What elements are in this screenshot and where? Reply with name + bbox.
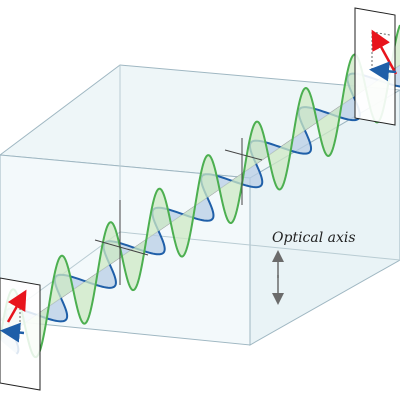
output-polarization-frame bbox=[354, 7, 398, 126]
output-resultant-arrow bbox=[371, 29, 398, 75]
extraordinary-wave-fill bbox=[0, 65, 400, 354]
ordinary-wave bbox=[0, 24, 400, 359]
ordinary-wave-fill bbox=[0, 25, 400, 358]
optical-axis-label: Optical axis bbox=[272, 230, 356, 246]
input-resultant-arrow bbox=[6, 289, 27, 323]
output-blue-arrow bbox=[369, 61, 397, 82]
ordinary-wave-curve bbox=[0, 24, 400, 359]
cross-section-marker-2 bbox=[224, 138, 263, 205]
cross-section-marker-1 bbox=[94, 200, 149, 285]
input-polarization-frame bbox=[0, 277, 41, 391]
crystal-hidden-edge-3 bbox=[119, 231, 400, 261]
input-blue-arrow bbox=[0, 322, 25, 343]
